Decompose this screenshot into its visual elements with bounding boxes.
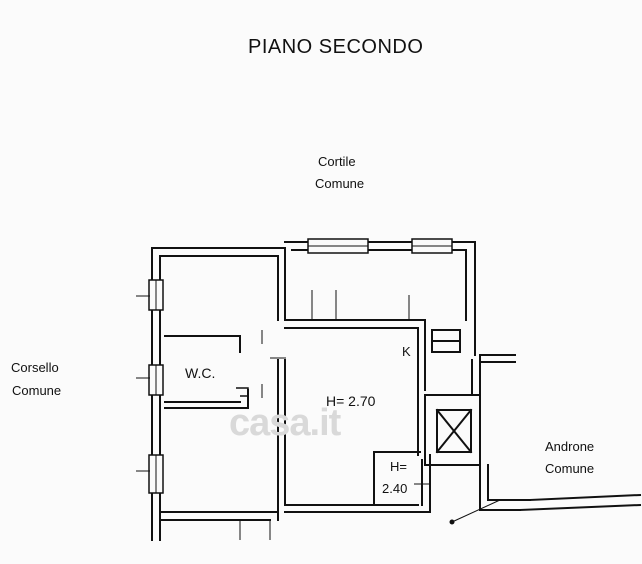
label-corsello-comune: Comune [12,383,62,398]
lift-x-2 [435,408,473,454]
entrance-pointer [451,499,501,523]
label-kitchen: K [402,344,411,359]
label-wc: W.C. [185,365,216,381]
label-height-small-1: H= [390,459,407,474]
label-androne-comune: Comune [545,461,595,476]
entrance-wall-1 [479,464,521,511]
wc-fixture [236,387,249,397]
label-height-small-2: 2.40 [382,481,408,496]
lift-shaft [436,409,472,453]
watermark-logo: casa.it [229,402,341,444]
entrance-dot [449,519,455,525]
label-cortile: Cortile [318,154,356,169]
entrance-wall-4 [528,493,642,502]
label-androne: Androne [545,439,595,454]
label-cortile-comune: Comune [315,176,365,191]
plan-title: PIANO SECONDO [248,36,424,58]
entrance-wall-2 [487,464,531,501]
label-corsello: Corsello [11,360,59,375]
label-height-main: H= 2.70 [326,393,376,409]
entrance-wall-3 [518,503,642,512]
